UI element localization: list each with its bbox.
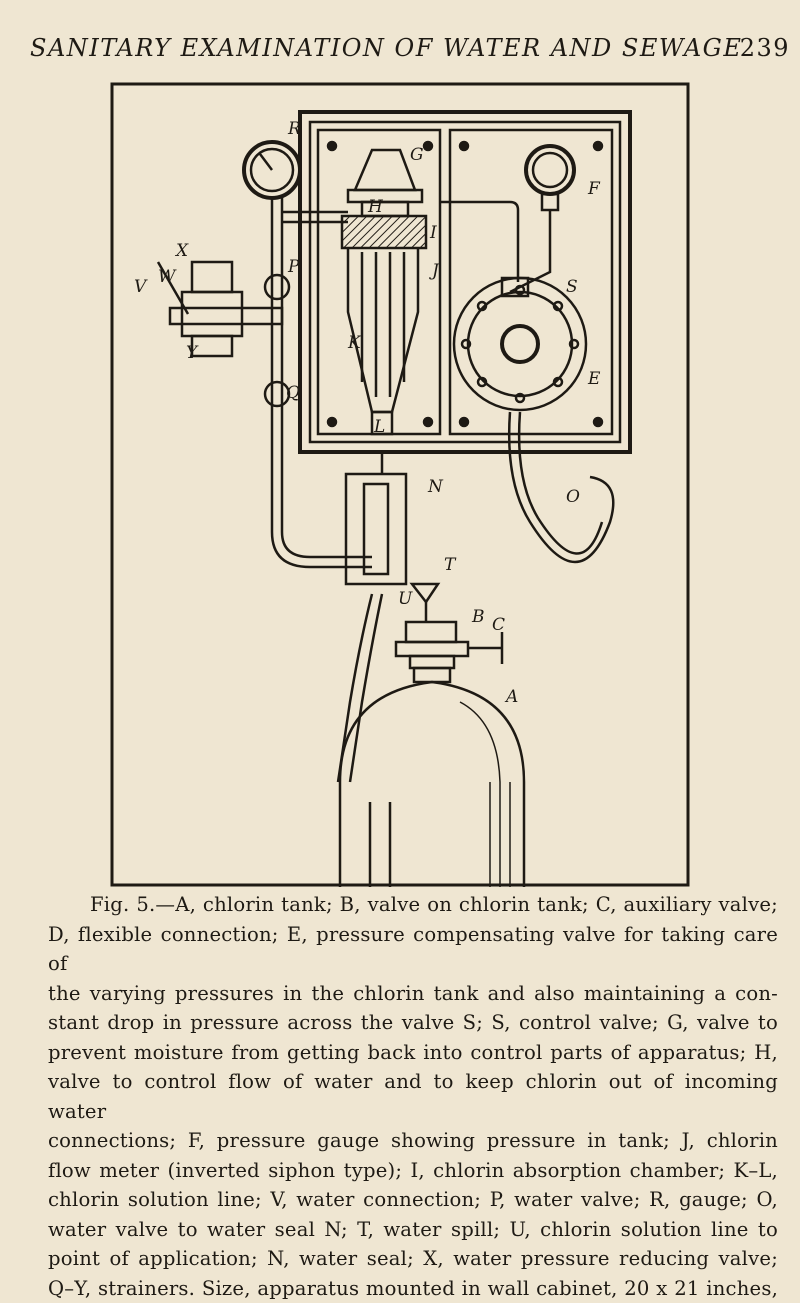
label-p: P bbox=[287, 257, 300, 277]
label-i: I bbox=[429, 223, 437, 243]
caption-line: water valve to water seal N; T, water sp… bbox=[48, 1215, 778, 1245]
page-number: 239 bbox=[740, 34, 790, 62]
caption-line: the varying pressures in the chlorin tan… bbox=[48, 979, 778, 1009]
chlorin-tank-a bbox=[340, 668, 524, 887]
solution-line-u bbox=[338, 594, 382, 782]
water-seal-n bbox=[346, 452, 406, 584]
caption-line: connections; F, pressure gauge showing p… bbox=[48, 1126, 778, 1156]
label-j: J bbox=[429, 261, 440, 281]
label-h: H bbox=[367, 197, 384, 217]
auxiliary-valve-c bbox=[468, 632, 502, 664]
label-e: E bbox=[587, 369, 601, 389]
label-n: N bbox=[427, 477, 444, 497]
apparatus-illustration: R G F H I J X W V Y P S K E Q L N O T U … bbox=[110, 82, 690, 887]
gauge-r bbox=[244, 142, 300, 198]
label-t: T bbox=[444, 555, 457, 575]
flow-meter-j bbox=[342, 216, 426, 434]
figure-border bbox=[112, 84, 688, 885]
caption-line: chlorin solution line; V, water connecti… bbox=[48, 1185, 778, 1215]
label-k: K bbox=[347, 333, 362, 353]
compensating-valve-e bbox=[454, 278, 586, 410]
running-title: SANITARY EXAMINATION OF WATER AND SEWAGE bbox=[30, 34, 742, 62]
wall-cabinet bbox=[300, 112, 630, 452]
figure-caption: Fig. 5.—A, chlorin tank; B, valve on chl… bbox=[48, 890, 778, 1303]
label-c: C bbox=[492, 615, 505, 635]
caption-line: stant drop in pressure across the valve … bbox=[48, 1008, 778, 1038]
label-b: B bbox=[471, 607, 485, 627]
gauge-f bbox=[526, 146, 574, 210]
label-f: F bbox=[587, 179, 601, 199]
valve-b bbox=[396, 622, 468, 668]
water-spill-t bbox=[412, 584, 438, 622]
label-o: O bbox=[566, 487, 580, 507]
caption-line: Q–Y, strainers. Size, apparatus mounted … bbox=[48, 1274, 778, 1303]
caption-line: flow meter (inverted siphon type); I, ch… bbox=[48, 1156, 778, 1186]
caption-line: Fig. 5.—A, chlorin tank; B, valve on chl… bbox=[48, 890, 778, 920]
caption-line: D, flexible connection; E, pressure comp… bbox=[48, 920, 778, 979]
label-y: Y bbox=[186, 343, 199, 363]
chlorinator-diagram: R G F H I J X W V Y P S K E Q L N O T U … bbox=[110, 82, 690, 887]
label-u: U bbox=[398, 589, 413, 609]
caption-line: prevent moisture from getting back into … bbox=[48, 1038, 778, 1068]
label-v: V bbox=[134, 277, 148, 297]
label-s: S bbox=[566, 277, 578, 297]
label-g: G bbox=[410, 145, 424, 165]
label-l: L bbox=[373, 417, 385, 437]
caption-line: point of application; N, water seal; X, … bbox=[48, 1244, 778, 1274]
label-q: Q bbox=[286, 383, 300, 403]
running-header: SANITARY EXAMINATION OF WATER AND SEWAGE… bbox=[30, 22, 790, 68]
label-x: X bbox=[174, 241, 189, 261]
label-w: W bbox=[158, 267, 177, 287]
pressure-reducing-valve-x bbox=[158, 262, 282, 356]
caption-line: valve to control flow of water and to ke… bbox=[48, 1067, 778, 1126]
label-a: A bbox=[504, 687, 518, 707]
label-r: R bbox=[287, 119, 301, 139]
